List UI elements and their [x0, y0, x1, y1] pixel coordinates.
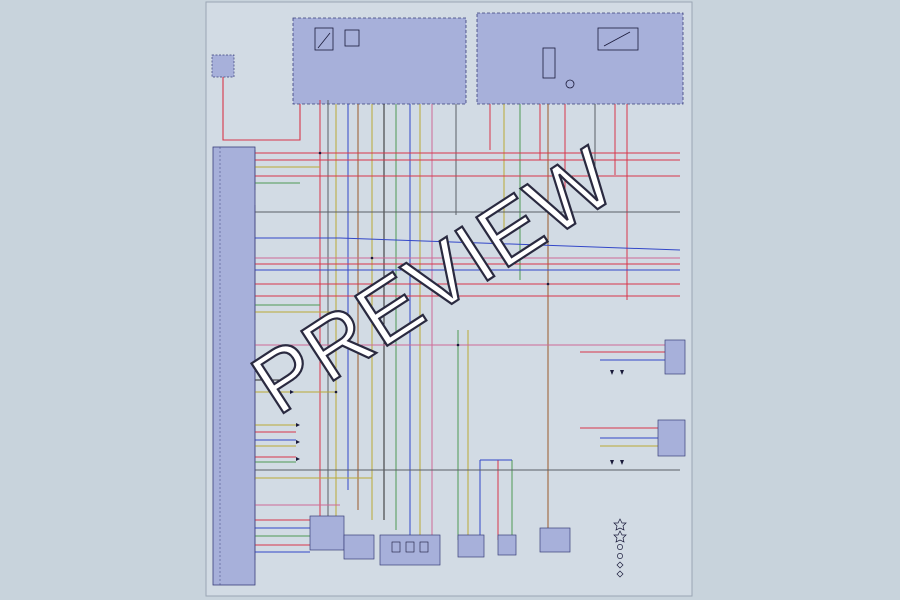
- connector-module-small: [211, 54, 235, 78]
- diamond-symbol-icon: [616, 561, 624, 569]
- bottom-module-6: [539, 527, 571, 553]
- horizontal-wires: [255, 152, 681, 553]
- bottom-module-4: [457, 534, 485, 558]
- circle-symbol-icon: [617, 544, 623, 550]
- diamond-symbol-icon: [616, 570, 624, 578]
- right-module-lower: [657, 419, 686, 457]
- relay-box-right: [476, 12, 684, 105]
- circle-symbol-icon: [617, 553, 623, 559]
- bottom-module-3: [379, 534, 441, 566]
- relay-box-center: [292, 17, 467, 105]
- bottom-module-2: [343, 534, 375, 560]
- relay-symbol-2: [542, 27, 639, 89]
- red-wire-top-left: [222, 77, 301, 141]
- relay-symbol-1: [314, 27, 360, 51]
- right-module-upper: [664, 339, 686, 375]
- junction-dots: [318, 151, 550, 394]
- ground-symbols: [290, 370, 624, 465]
- star-symbol-icon: [613, 518, 627, 531]
- star-symbol-icon: [613, 530, 627, 543]
- bottom-module-5: [497, 534, 517, 556]
- legend-symbols: [613, 518, 627, 578]
- control-module-left: [212, 146, 256, 586]
- bottom-module-1: [309, 515, 345, 551]
